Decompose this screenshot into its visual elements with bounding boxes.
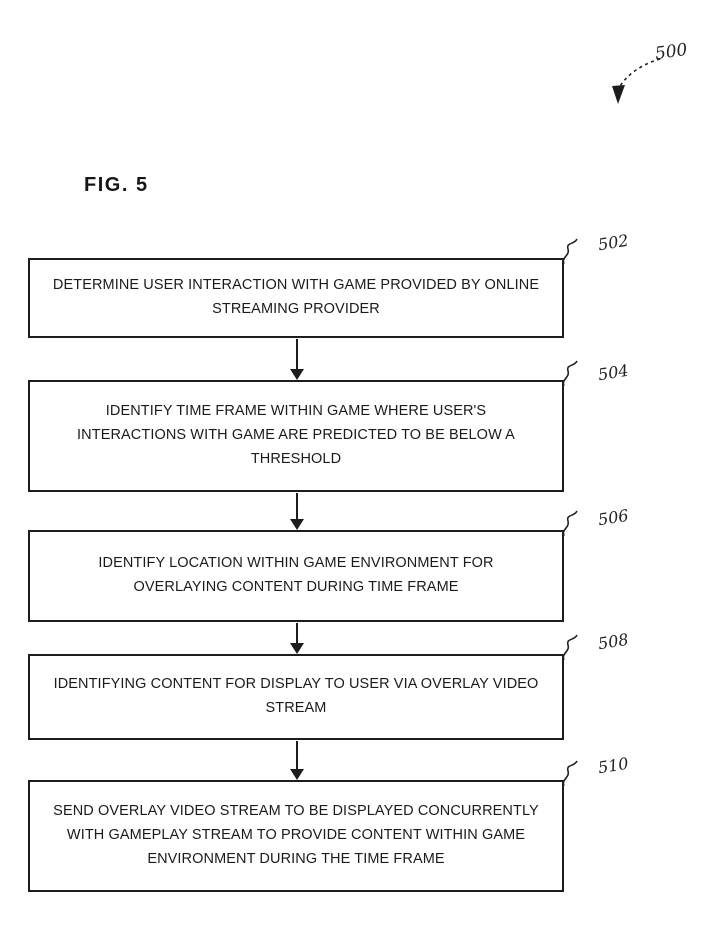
flow-step-box-504: IDENTIFY TIME FRAME WITHIN GAME WHERE US… bbox=[28, 380, 564, 492]
flow-step-box-510: SEND OVERLAY VIDEO STREAM TO BE DISPLAYE… bbox=[28, 780, 564, 892]
ref-label-508: 508 bbox=[596, 629, 630, 654]
ref-label-506: 506 bbox=[596, 505, 630, 530]
ref-label-504: 504 bbox=[596, 360, 630, 385]
flow-step-text: IDENTIFYING CONTENT FOR DISPLAY TO USER … bbox=[53, 676, 539, 716]
flow-step-box-506: IDENTIFY LOCATION WITHIN GAME ENVIRONMEN… bbox=[28, 530, 564, 622]
leader-line-icon bbox=[562, 760, 578, 787]
flow-step-text: IDENTIFY LOCATION WITHIN GAME ENVIRONMEN… bbox=[98, 555, 494, 595]
flow-arrow-icon bbox=[288, 493, 305, 530]
flow-arrow-icon bbox=[288, 623, 305, 654]
ref-label-510: 510 bbox=[596, 753, 630, 778]
flow-step-box-502: DETERMINE USER INTERACTION WITH GAME PRO… bbox=[28, 258, 564, 338]
leader-line-icon bbox=[562, 238, 578, 265]
flow-arrow-icon bbox=[288, 339, 305, 380]
figure-label: FIG. 5 bbox=[84, 174, 149, 196]
ref-label-502: 502 bbox=[596, 230, 630, 255]
flow-step-text: SEND OVERLAY VIDEO STREAM TO BE DISPLAYE… bbox=[53, 803, 539, 867]
flow-step-box-508: IDENTIFYING CONTENT FOR DISPLAY TO USER … bbox=[28, 654, 564, 740]
leader-line-icon bbox=[562, 360, 578, 387]
figure-reference-arrow-icon bbox=[612, 58, 661, 104]
leader-line-icon bbox=[562, 510, 578, 537]
flow-step-text: DETERMINE USER INTERACTION WITH GAME PRO… bbox=[52, 277, 540, 317]
flow-arrow-icon bbox=[288, 741, 305, 780]
flow-step-text: IDENTIFY TIME FRAME WITHIN GAME WHERE US… bbox=[77, 403, 515, 467]
leader-line-icon bbox=[562, 634, 578, 661]
